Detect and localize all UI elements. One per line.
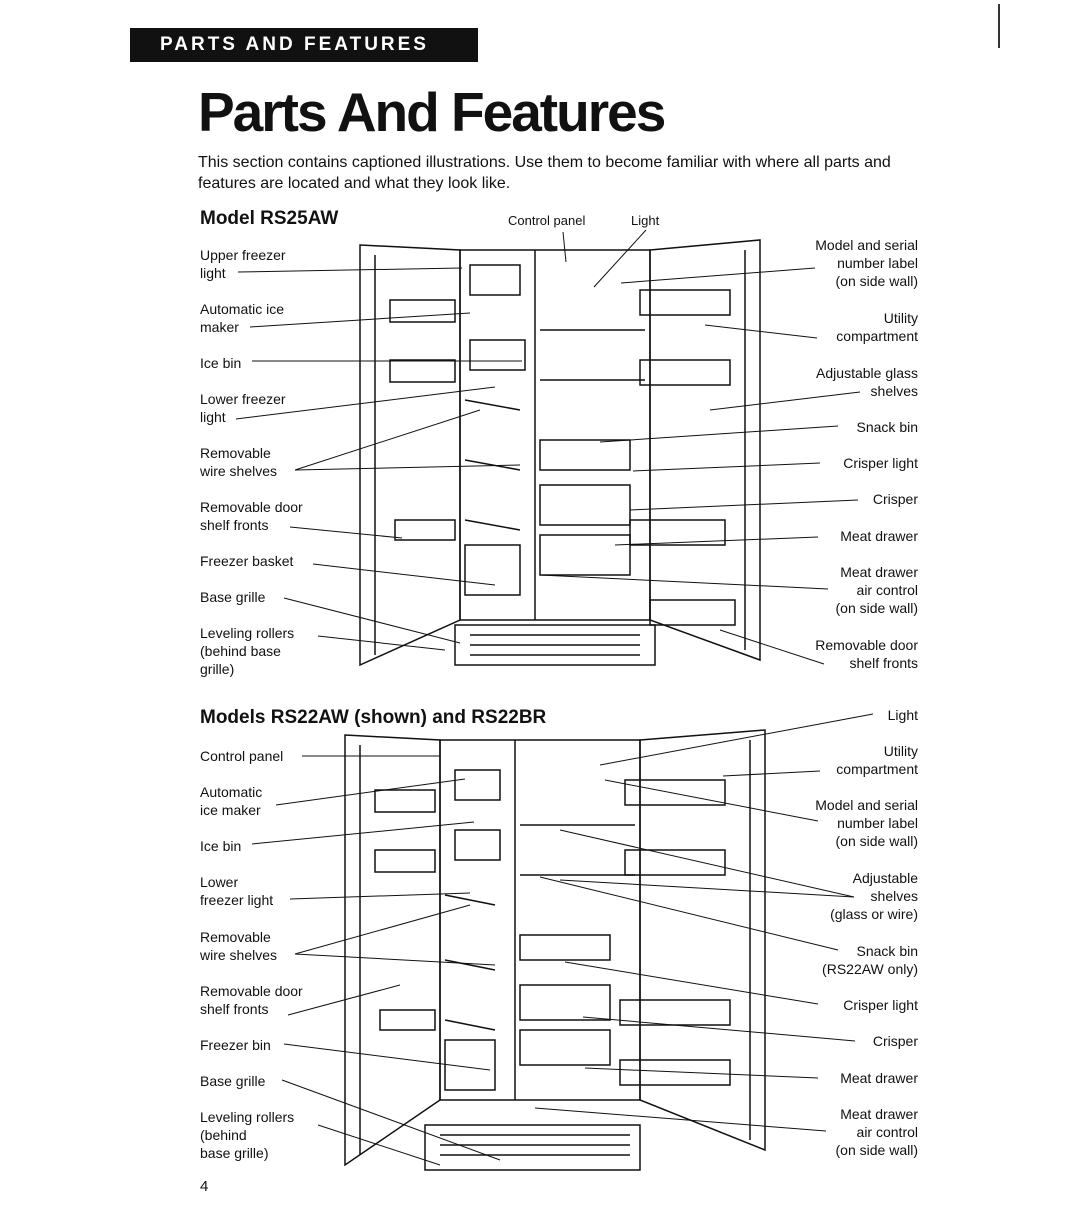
model2-left-label-1: Automatic ice maker: [200, 784, 263, 818]
model1-right-label-6: Meat drawer: [840, 528, 918, 544]
section-banner-label: PARTS AND FEATURES: [160, 34, 429, 55]
model1-left-label-7: Base grille: [200, 589, 266, 605]
model2-right-label-7: Meat drawer: [840, 1070, 918, 1086]
model2-right-label-6: Crisper: [872, 1033, 918, 1049]
model2-right-label-2: Model and serial number label (on side w…: [815, 797, 918, 849]
model1-right-label-3: Snack bin: [856, 419, 918, 435]
model1-right-label-4: Crisper light: [843, 455, 918, 471]
model2-right-label-5: Crisper light: [843, 997, 918, 1013]
model1-left-label-4: Removable wire shelves: [200, 445, 278, 479]
model2-right-label-8: Meat drawer air control (on side wall): [835, 1106, 918, 1158]
model1-left-label-5: Removable door shelf fronts: [200, 499, 303, 533]
model1-leader-lines: [235, 229, 861, 665]
model1-heading: Model RS25AW: [200, 208, 339, 229]
page-title: Parts And Features: [198, 81, 666, 143]
model2-heading: Models RS22AW (shown) and RS22BR: [200, 707, 547, 728]
page-number: 4: [200, 1178, 209, 1195]
model1-right-label-5: Crisper: [872, 491, 918, 507]
model2-leader-lines: [251, 713, 874, 1166]
model1-left-label-1: Automatic ice maker: [200, 301, 285, 335]
model2-right-label-3: Adjustable shelves (glass or wire): [830, 870, 918, 922]
model1-left-label-8: Leveling rollers (behind base grille): [200, 625, 295, 677]
model1-right-label-2: Adjustable glass shelves: [816, 365, 918, 399]
model2-left-label-7: Base grille: [200, 1073, 266, 1089]
model2-left-label-3: Lower freezer light: [200, 874, 274, 908]
model1-left-label-3: Lower freezer light: [200, 391, 286, 425]
model1-left-label-0: Upper freezer light: [200, 247, 286, 281]
model1-left-label-2: Ice bin: [200, 355, 242, 371]
section-banner: [130, 28, 478, 62]
model1-right-label-0: Model and serial number label (on side w…: [815, 237, 918, 289]
model2-left-label-2: Ice bin: [200, 838, 242, 854]
model2-right-label-0: Light: [887, 707, 918, 723]
model2-left-label-4: Removable wire shelves: [200, 929, 278, 963]
model2-refrigerator-drawing: [344, 729, 766, 1171]
model1-right-label-7: Meat drawer air control (on side wall): [835, 564, 918, 616]
model1-refrigerator-drawing: [359, 239, 761, 667]
model1-left-label-6: Freezer basket: [200, 553, 294, 569]
model2-right-label-1: Utility compartment: [836, 743, 918, 777]
model2-left-label-0: Control panel: [200, 748, 284, 764]
scan-edge-mark: [998, 4, 1000, 48]
model1-right-label-1: Utility compartment: [836, 310, 918, 344]
model2-left-label-6: Freezer bin: [200, 1037, 271, 1053]
model1-right-label-8: Removable door shelf fronts: [815, 637, 918, 671]
model1-control-panel-label: Control panel: [508, 213, 586, 228]
model2-right-label-4: Snack bin (RS22AW only): [822, 943, 918, 977]
model2-left-label-8: Leveling rollers (behind base grille): [200, 1109, 295, 1161]
model2-left-label-5: Removable door shelf fronts: [200, 983, 303, 1017]
model1-light-label: Light: [631, 213, 660, 228]
intro-paragraph: This section contains captioned illustra…: [198, 154, 891, 192]
